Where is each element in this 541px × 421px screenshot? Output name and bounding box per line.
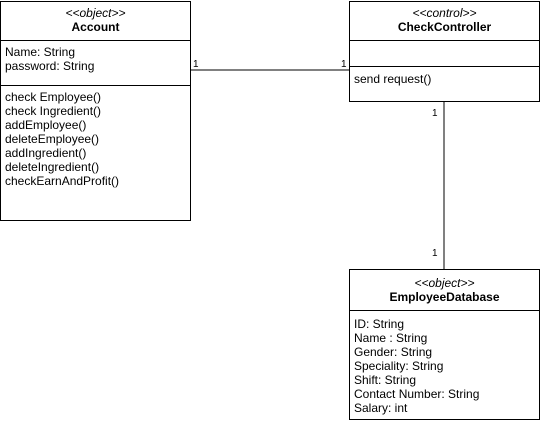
account-attribute: Name: String: [5, 45, 76, 59]
account-operation: addEmployee(): [5, 118, 87, 132]
account-stereotype: <<object>>: [65, 6, 126, 20]
checkcontroller-operation: send request(): [354, 72, 432, 86]
account-divider-2: [1, 85, 190, 86]
account-divider-1: [1, 40, 190, 41]
employeedatabase-attribute: Shift: String: [354, 373, 417, 387]
checkcontroller-header: <<control>> CheckController: [350, 2, 539, 40]
account-name: Account: [71, 20, 120, 34]
account-operations: check Employee() check Ingredient() addE…: [1, 86, 190, 188]
account-header: <<object>> Account: [1, 2, 190, 40]
multiplicity-checkcontroller-left-end: 1: [341, 59, 347, 70]
checkcontroller-name: CheckController: [397, 20, 492, 34]
employeedatabase-attribute: Name : String: [354, 331, 428, 345]
checkcontroller-class[interactable]: <<control>> CheckController send request…: [349, 1, 540, 102]
employeedatabase-header: <<object>> EmployeeDatabase: [350, 270, 539, 310]
account-operation: check Ingredient(): [5, 104, 102, 118]
employeedatabase-attribute: Contact Number: String: [354, 387, 480, 401]
employeedatabase-divider: [350, 310, 539, 311]
multiplicity-checkcontroller-bottom-end: 1: [432, 108, 438, 119]
account-operation: deleteIngredient(): [5, 160, 100, 174]
account-class[interactable]: <<object>> Account Name: String password…: [0, 1, 191, 221]
multiplicity-employeedatabase-end: 1: [432, 248, 438, 259]
employeedatabase-attribute: Speciality: String: [354, 359, 444, 373]
employeedatabase-name: EmployeeDatabase: [389, 290, 500, 304]
account-operation: checkEarnAndProfit(): [5, 174, 120, 188]
account-attributes: Name: String password: String: [1, 41, 190, 85]
employeedatabase-attribute: ID: String: [354, 317, 405, 331]
account-operation: addIngredient(): [5, 146, 87, 160]
employeedatabase-attributes: ID: String Name : String Gender: String …: [350, 311, 539, 415]
checkcontroller-stereotype: <<control>>: [412, 6, 477, 20]
account-operation: check Employee(): [5, 90, 102, 104]
checkcontroller-divider-2: [350, 66, 539, 67]
checkcontroller-divider-1: [350, 40, 539, 41]
account-attribute: password: String: [5, 59, 95, 73]
employeedatabase-class[interactable]: <<object>> EmployeeDatabase ID: String N…: [349, 269, 540, 420]
checkcontroller-operations: send request(): [350, 67, 539, 86]
employeedatabase-attribute: Salary: int: [354, 401, 408, 415]
multiplicity-account-end: 1: [193, 59, 199, 70]
employeedatabase-stereotype: <<object>>: [414, 276, 475, 290]
account-operation: deleteEmployee(): [5, 132, 100, 146]
checkcontroller-attributes: [350, 41, 539, 66]
employeedatabase-attribute: Gender: String: [354, 345, 433, 359]
